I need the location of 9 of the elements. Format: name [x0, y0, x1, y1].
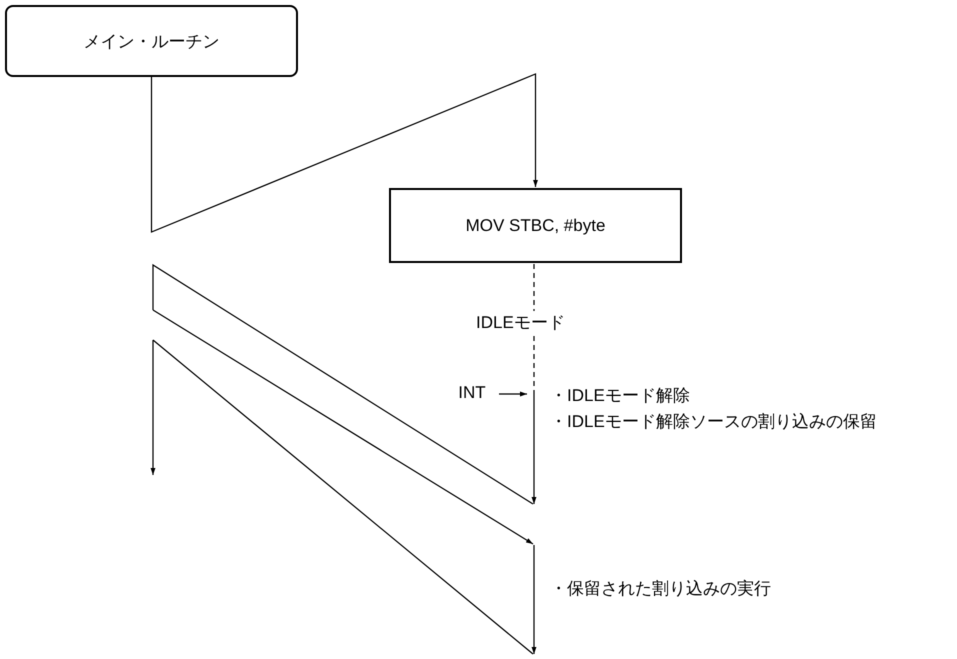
arrow — [499, 392, 527, 396]
arrow — [150, 73, 538, 233]
mode-label: IDLEモード — [476, 311, 565, 334]
note-text: ・保留された割り込みの実行 — [550, 578, 771, 600]
signal-label: INT — [452, 382, 492, 404]
instruction-box: MOV STBC, #byte — [389, 188, 682, 263]
note-text: ・IDLEモード解除 — [550, 385, 690, 407]
process-box: メイン・ルーチン — [5, 5, 298, 77]
note-text: ・IDLEモード解除ソースの割り込みの保留 — [550, 411, 877, 433]
